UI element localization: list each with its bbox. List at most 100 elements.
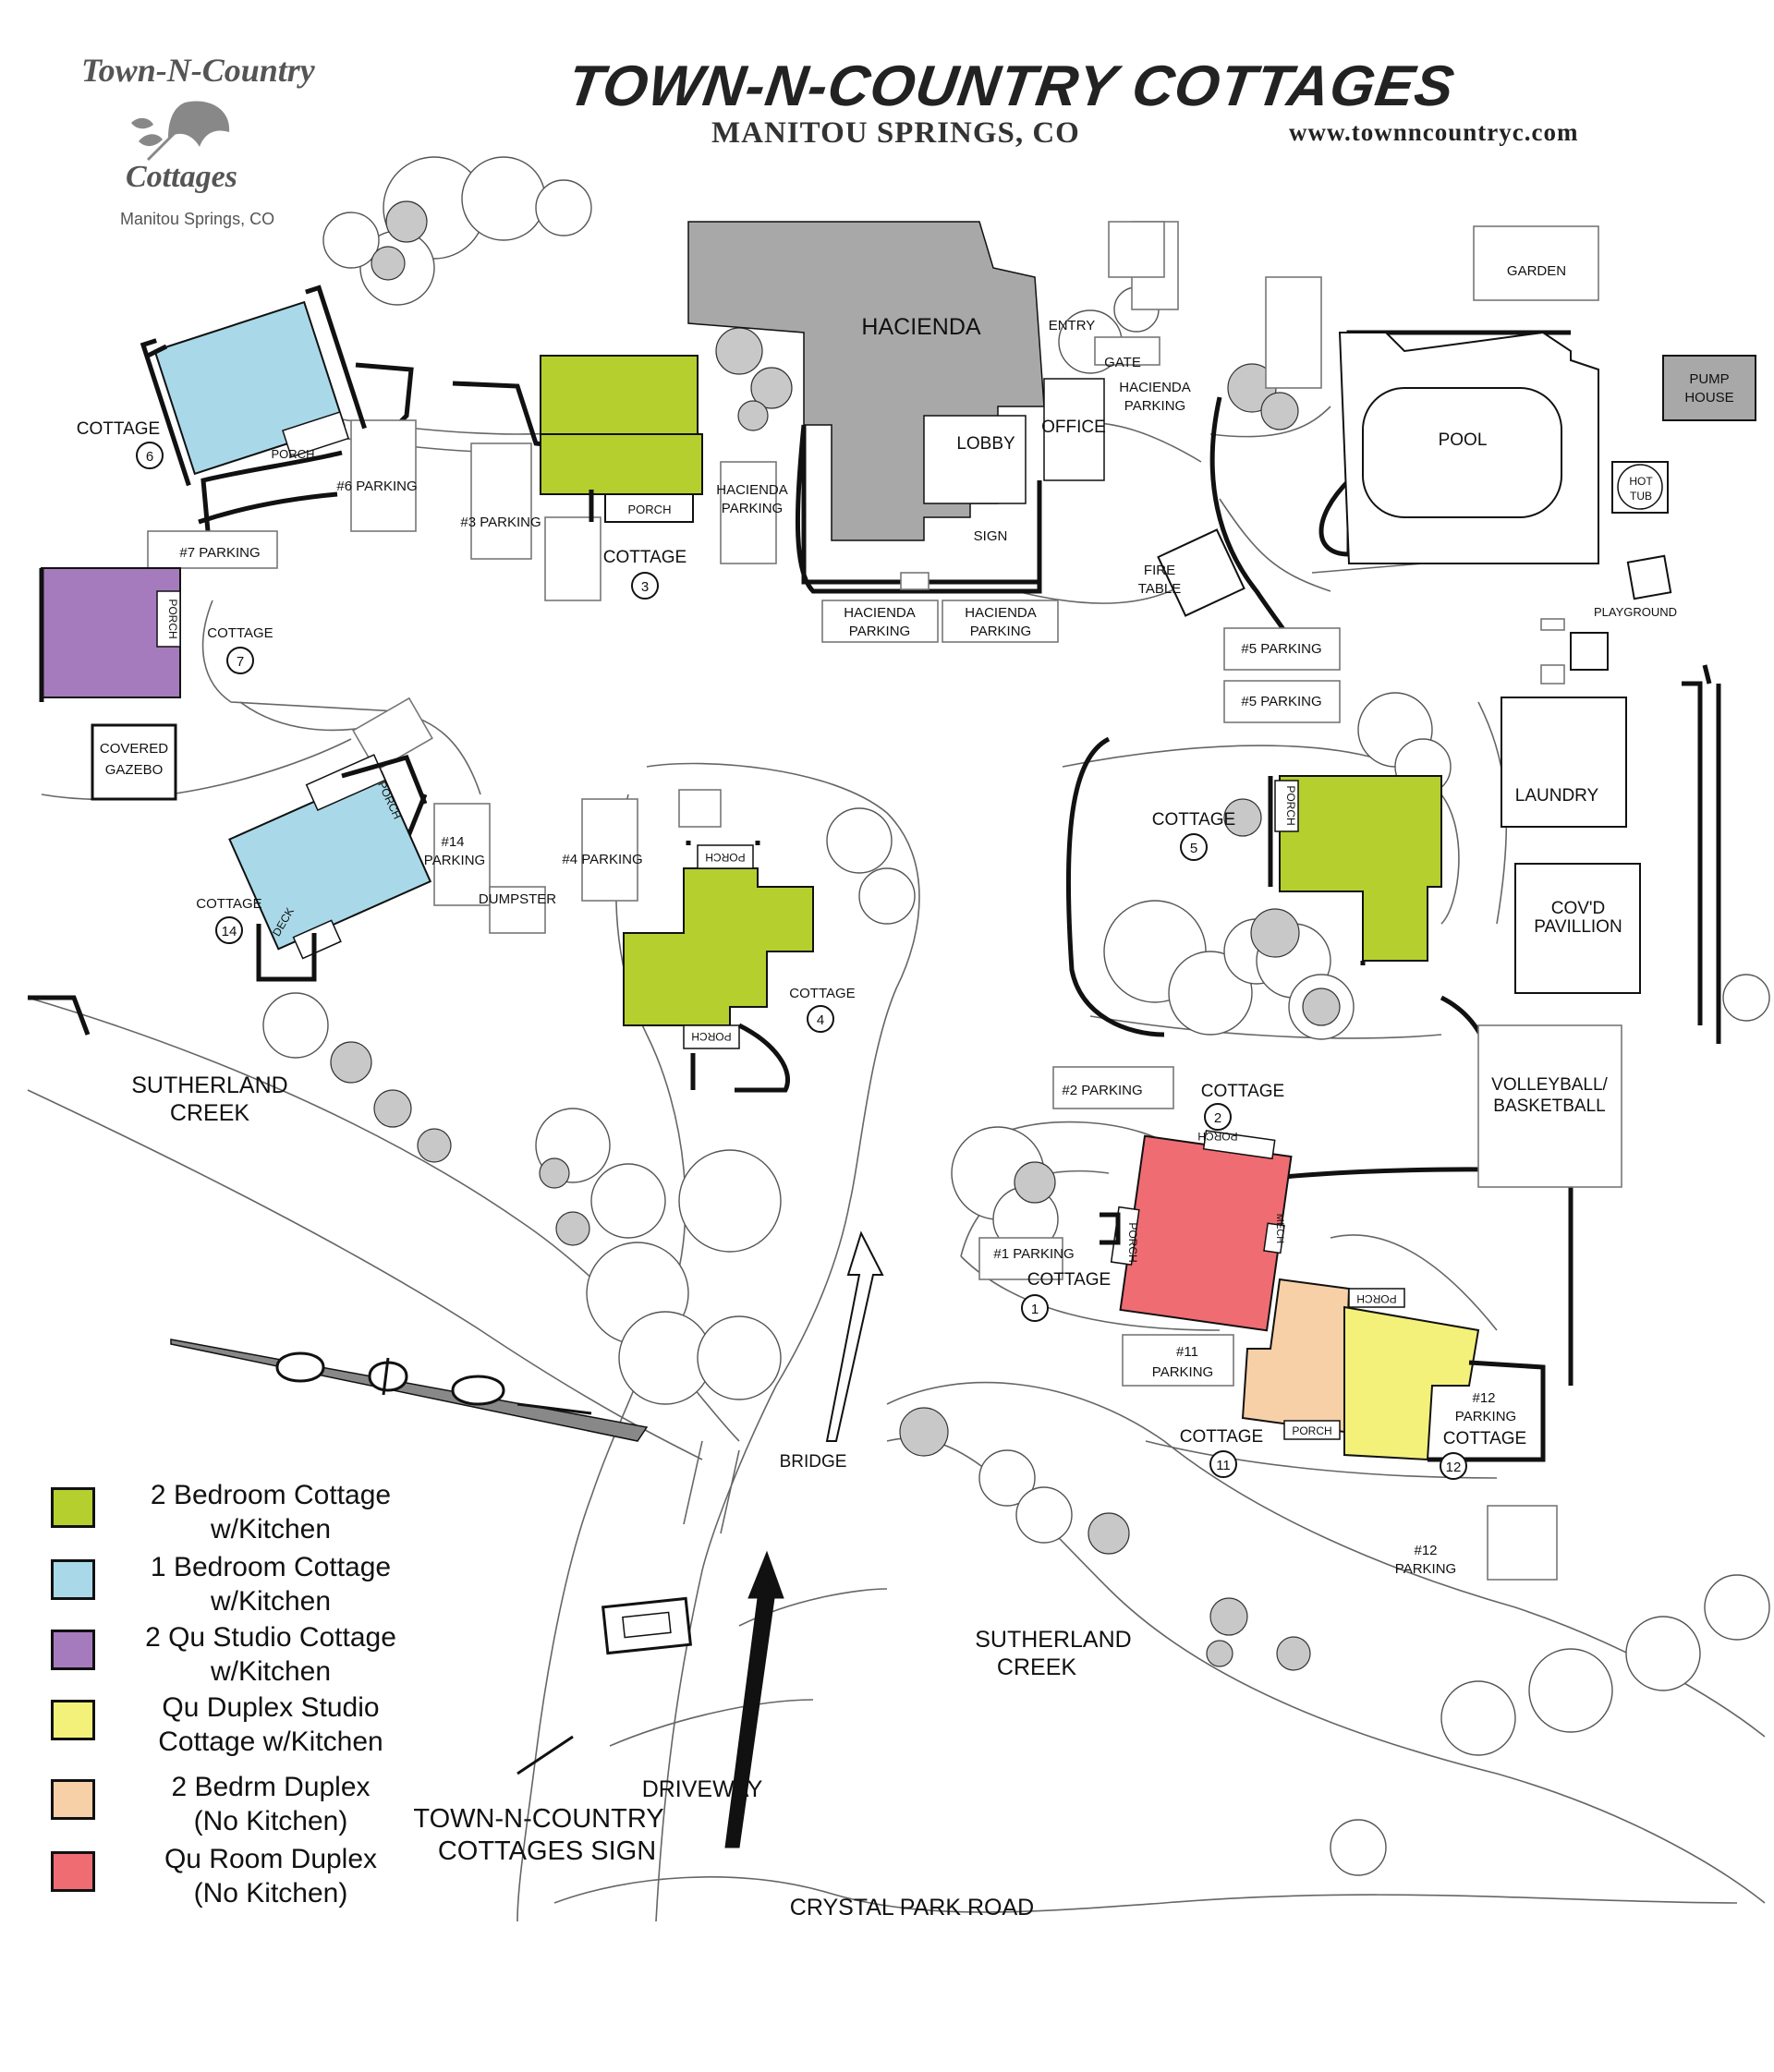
- cottage-7-label: COTTAGE: [207, 625, 273, 641]
- bridge-and-arrows: [683, 1230, 884, 1848]
- bridge-label: BRIDGE: [780, 1452, 847, 1472]
- cottage-1-number-circle: [1021, 1294, 1049, 1322]
- pavillion-label-2: PAVILLION: [1534, 917, 1622, 937]
- porch-label-cottage-12: PORCH: [1356, 1292, 1396, 1305]
- cottage-buildings: [39, 285, 1546, 1462]
- cottage-3-number-circle: [631, 572, 659, 600]
- cottage-4-label: COTTAGE: [789, 986, 855, 1001]
- cottage-12-number-circle: [1440, 1452, 1467, 1480]
- mech-label: MECH: [1274, 1214, 1285, 1243]
- legend-label-room-duplex: Qu Room Duplex(No Kitchen): [164, 1844, 378, 1908]
- porch-label-cottage-2: PORCH: [1197, 1130, 1237, 1143]
- website-link[interactable]: www.townncountryc.com: [1289, 118, 1579, 146]
- sign-label: SIGN: [974, 528, 1008, 544]
- parking-2-label: #2 PARKING: [1062, 1083, 1142, 1098]
- parking-11-label-2: PARKING: [1152, 1364, 1213, 1380]
- parking-12-north-label-1: #12: [1472, 1390, 1495, 1406]
- trees: [262, 156, 1770, 1876]
- gate-label: GATE: [1104, 355, 1141, 370]
- parking-12-north-label-2: PARKING: [1455, 1409, 1516, 1424]
- parking-14-label-2: PARKING: [424, 853, 485, 868]
- driveway-label: DRIVEWAY: [642, 1776, 763, 1802]
- cottage-5-label: COTTAGE: [1152, 810, 1235, 830]
- parking-12-south-label-2: PARKING: [1395, 1561, 1456, 1577]
- gazebo-label-2: GAZEBO: [105, 762, 164, 778]
- porch-label-cottage-6: PORCH: [272, 447, 315, 461]
- porch-label-cottage-1: PORCH: [1126, 1222, 1139, 1262]
- parking-1-label: #1 PARKING: [993, 1246, 1074, 1262]
- logo: Town-N-Country Cottages Manitou Springs,…: [65, 42, 333, 245]
- legend-item-duplex-2bdrm: 2 Bedrm Duplex(No Kitchen): [51, 1770, 439, 1844]
- cottage-labels: COTTAGE 6 COTTAGE 3 COTTAGE 7 COTTAGE 14…: [77, 419, 1526, 1480]
- cottage-4-number-circle: [807, 1005, 834, 1033]
- cottage-6-label: COTTAGE: [77, 419, 160, 439]
- logo-text-middle: Cottages: [126, 160, 237, 194]
- cottage-5-plan: [1268, 775, 1442, 965]
- hacienda-parking-south-a-2: PARKING: [849, 624, 910, 639]
- cottage-11-label: COTTAGE: [1180, 1427, 1263, 1447]
- volleyball-label-1: VOLLEYBALL/: [1491, 1075, 1608, 1095]
- map-subtitle: MANITOU SPRINGS, CO: [711, 116, 1080, 150]
- sutherland-creek-south-2: CREEK: [997, 1654, 1076, 1680]
- legend-swatch-one-bedroom: [51, 1559, 95, 1600]
- dumpster-label: DUMPSTER: [479, 891, 556, 907]
- north-arrow-icon: [170, 1339, 649, 1442]
- leaf-logo-icon: [131, 101, 230, 162]
- cottage-6-plan: [140, 285, 367, 487]
- porch-label-cottage-3: PORCH: [628, 503, 672, 516]
- cottage-14-number: 14: [222, 924, 237, 939]
- cottage-3-plan: [540, 355, 703, 523]
- hacienda-parking-west-1: HACIENDA: [716, 482, 788, 498]
- cottage-2-label: COTTAGE: [1201, 1082, 1284, 1101]
- porch-label-cottage-4-top: PORCH: [705, 851, 745, 864]
- pool-label: POOL: [1439, 430, 1488, 450]
- dense-tree-clusters: [330, 200, 1341, 1671]
- playground-label: PLAYGROUND: [1594, 605, 1677, 619]
- building-labels: HACIENDA ENTRY GATE LOBBY OFFICE SIGN GA…: [100, 263, 1734, 1116]
- cottage-14-number-circle: [215, 916, 243, 944]
- cottage-12-label: COTTAGE: [1443, 1429, 1526, 1448]
- porch-label-cottage-7: PORCH: [166, 599, 179, 638]
- parking-5-label-a: #5 PARKING: [1241, 641, 1321, 657]
- legend-swatch-duplex-2bdrm: [51, 1779, 95, 1820]
- laundry-label: LAUNDRY: [1515, 786, 1599, 806]
- lobby-label: LOBBY: [956, 434, 1015, 454]
- parking-6-label: #6 PARKING: [336, 479, 417, 494]
- logo-text-bottom: Manitou Springs, CO: [120, 210, 275, 228]
- parking-7-label: #7 PARKING: [179, 545, 260, 561]
- sutherland-creek-west-1: SUTHERLAND: [131, 1072, 287, 1098]
- legend-swatch-room-duplex: [51, 1851, 95, 1892]
- cottage-11-number: 11: [1216, 1458, 1231, 1473]
- cottage-4-number: 4: [817, 1012, 824, 1028]
- place-labels: SUTHERLAND CREEK SUTHERLAND CREEK BRIDGE…: [131, 1072, 1131, 1921]
- cottage-14-label: COTTAGE: [196, 896, 261, 912]
- hot-tub-label-2: TUB: [1630, 490, 1652, 503]
- porch-label-cottage-11: PORCH: [1292, 1424, 1331, 1437]
- porch-label-cottage-4-bottom: PORCH: [691, 1030, 731, 1043]
- pump-house-label-2: HOUSE: [1684, 390, 1733, 406]
- parking-14-label-1: #14: [441, 834, 464, 850]
- hacienda-label: HACIENDA: [861, 314, 981, 340]
- entrance-sign-label-2: COTTAGES SIGN: [438, 1836, 656, 1866]
- hacienda-parking-east-2: PARKING: [1124, 398, 1185, 414]
- cottage-3-label: COTTAGE: [603, 548, 687, 567]
- map-header: TOWN-N-COUNTRY COTTAGES MANITOU SPRINGS,…: [0, 0, 1774, 176]
- sutherland-creek-south-1: SUTHERLAND: [975, 1627, 1131, 1653]
- cottage-12-plan: [1343, 1288, 1546, 1462]
- fire-table-label-1: FIRE: [1144, 563, 1175, 578]
- hacienda-parking-south-a-1: HACIENDA: [844, 605, 916, 621]
- crystal-park-road-label: CRYSTAL PARK ROAD: [790, 1895, 1034, 1921]
- cottage-2-number: 2: [1214, 1110, 1221, 1126]
- cottage-2-number-circle: [1204, 1103, 1232, 1131]
- cottage-7-number: 7: [237, 654, 244, 670]
- cottage-7-number-circle: [226, 647, 254, 674]
- parking-4-label: #4 PARKING: [562, 852, 642, 867]
- cottage-1-number: 1: [1031, 1302, 1039, 1317]
